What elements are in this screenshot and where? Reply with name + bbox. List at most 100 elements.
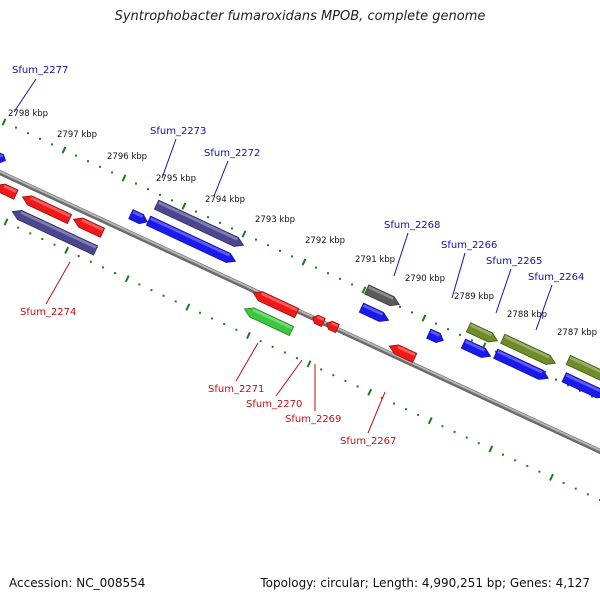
gene-arrow-highlight [497,350,543,374]
callout-line [275,359,303,397]
gene-label: Sfum_2267 [340,436,396,447]
outer-minor-tick [111,171,113,174]
inner-minor-tick [477,442,480,445]
inner-minor-tick [405,408,408,411]
inner-minor-tick [392,402,395,405]
inner-minor-tick [150,289,153,292]
outer-minor-tick [327,272,329,275]
topology-summary: Topology: circular; Length: 4,990,251 bp… [260,576,590,590]
callout-line [13,78,37,113]
kbp-label: 2795 kbp [156,174,196,184]
gene-arrow[interactable] [128,209,148,225]
gene-arrow-highlight [3,184,17,193]
callout-line [393,232,409,277]
gene-arrow-highlight [132,210,144,218]
gene-arrow[interactable] [0,151,6,164]
inner-minor-tick [89,260,92,263]
inner-major-tick [549,473,554,481]
gene-arrow[interactable] [72,217,106,238]
outer-major-tick [301,258,307,266]
gene-arrow-highlight [397,345,416,357]
gene-arrow[interactable] [565,354,600,381]
gene-arrow-highlight [470,323,493,337]
gene-arrow-highlight [368,285,394,300]
gene-arrow[interactable] [243,307,295,337]
gene-arrow[interactable] [426,328,444,343]
outer-minor-tick [27,132,29,135]
callout-line [213,160,229,197]
gene-arrow-highlight [504,335,550,359]
outer-minor-tick [39,137,41,140]
inner-major-tick [427,416,433,425]
inner-minor-tick [174,300,177,303]
gene-arrow[interactable] [21,195,73,225]
gene-callouts: Sfum_2277Sfum_2273Sfum_2272Sfum_2268Sfum… [12,65,584,447]
gene-arrow[interactable] [0,183,19,200]
outer-minor-tick [579,389,581,392]
callout-line [161,138,177,179]
inner-minor-tick [283,351,286,354]
outer-minor-tick [15,126,17,129]
gene-label: Sfum_2265 [486,256,542,267]
callout-line [495,268,512,314]
genome-backbone [0,169,600,455]
inner-minor-tick [211,317,214,320]
gene-arrow-highlight [0,153,4,158]
outer-minor-tick [279,249,281,252]
gene-label: Sfum_2264 [528,272,584,283]
gene-arrow[interactable] [388,344,418,363]
inner-minor-tick [223,323,226,326]
outer-minor-tick [591,395,593,398]
gene-label: Sfum_2266 [441,240,497,251]
outer-minor-tick [351,283,353,286]
inner-minor-tick [138,283,141,286]
gene-features[interactable] [0,151,600,399]
kbp-label: 2794 kbp [205,195,245,205]
inner-major-tick [185,303,191,311]
gene-arrow-highlight [20,211,97,249]
inner-minor-tick [465,436,468,439]
gene-label: Sfum_2269 [285,414,341,425]
outer-minor-tick [471,339,473,342]
inner-tick-ring [3,218,600,501]
inner-minor-tick [574,487,577,490]
inner-major-tick [488,445,494,453]
inner-minor-tick [235,328,238,331]
gene-label: Sfum_2268 [384,220,440,231]
gene-arrow-highlight [569,356,600,374]
inner-major-tick [3,218,9,226]
gene-label: Sfum_2274 [20,307,76,318]
gene-arrow[interactable] [11,209,99,256]
kbp-label: 2793 kbp [255,215,295,225]
outer-minor-tick [87,160,89,163]
gene-label: Sfum_2271 [208,384,264,395]
inner-minor-tick [586,493,589,496]
inner-minor-tick [101,266,104,269]
outer-minor-tick [339,277,341,280]
gene-arrow[interactable] [252,291,300,319]
kbp-label: 2790 kbp [405,274,445,284]
gene-label: Sfum_2270 [246,399,302,410]
kbp-label: 2791 kbp [355,255,395,265]
accession-text: Accession: NC_008554 [9,576,146,590]
outer-major-tick [361,286,367,294]
outer-major-tick [421,314,427,322]
outer-minor-tick [219,221,221,224]
outer-minor-tick [147,188,149,191]
callout-line [45,261,71,305]
outer-minor-tick [435,322,437,325]
outer-minor-tick [267,244,269,247]
inner-minor-tick [271,345,274,348]
gene-arrow-highlight [81,218,104,231]
gene-arrow-highlight [252,308,293,330]
callout-line [451,252,466,299]
outer-tick-ring [1,118,593,398]
outer-minor-tick [459,333,461,336]
inner-minor-tick [53,243,56,246]
kbp-label: 2789 kbp [454,292,494,302]
outer-major-tick [1,118,7,126]
outer-minor-tick [399,305,401,308]
inner-minor-tick [380,396,383,399]
